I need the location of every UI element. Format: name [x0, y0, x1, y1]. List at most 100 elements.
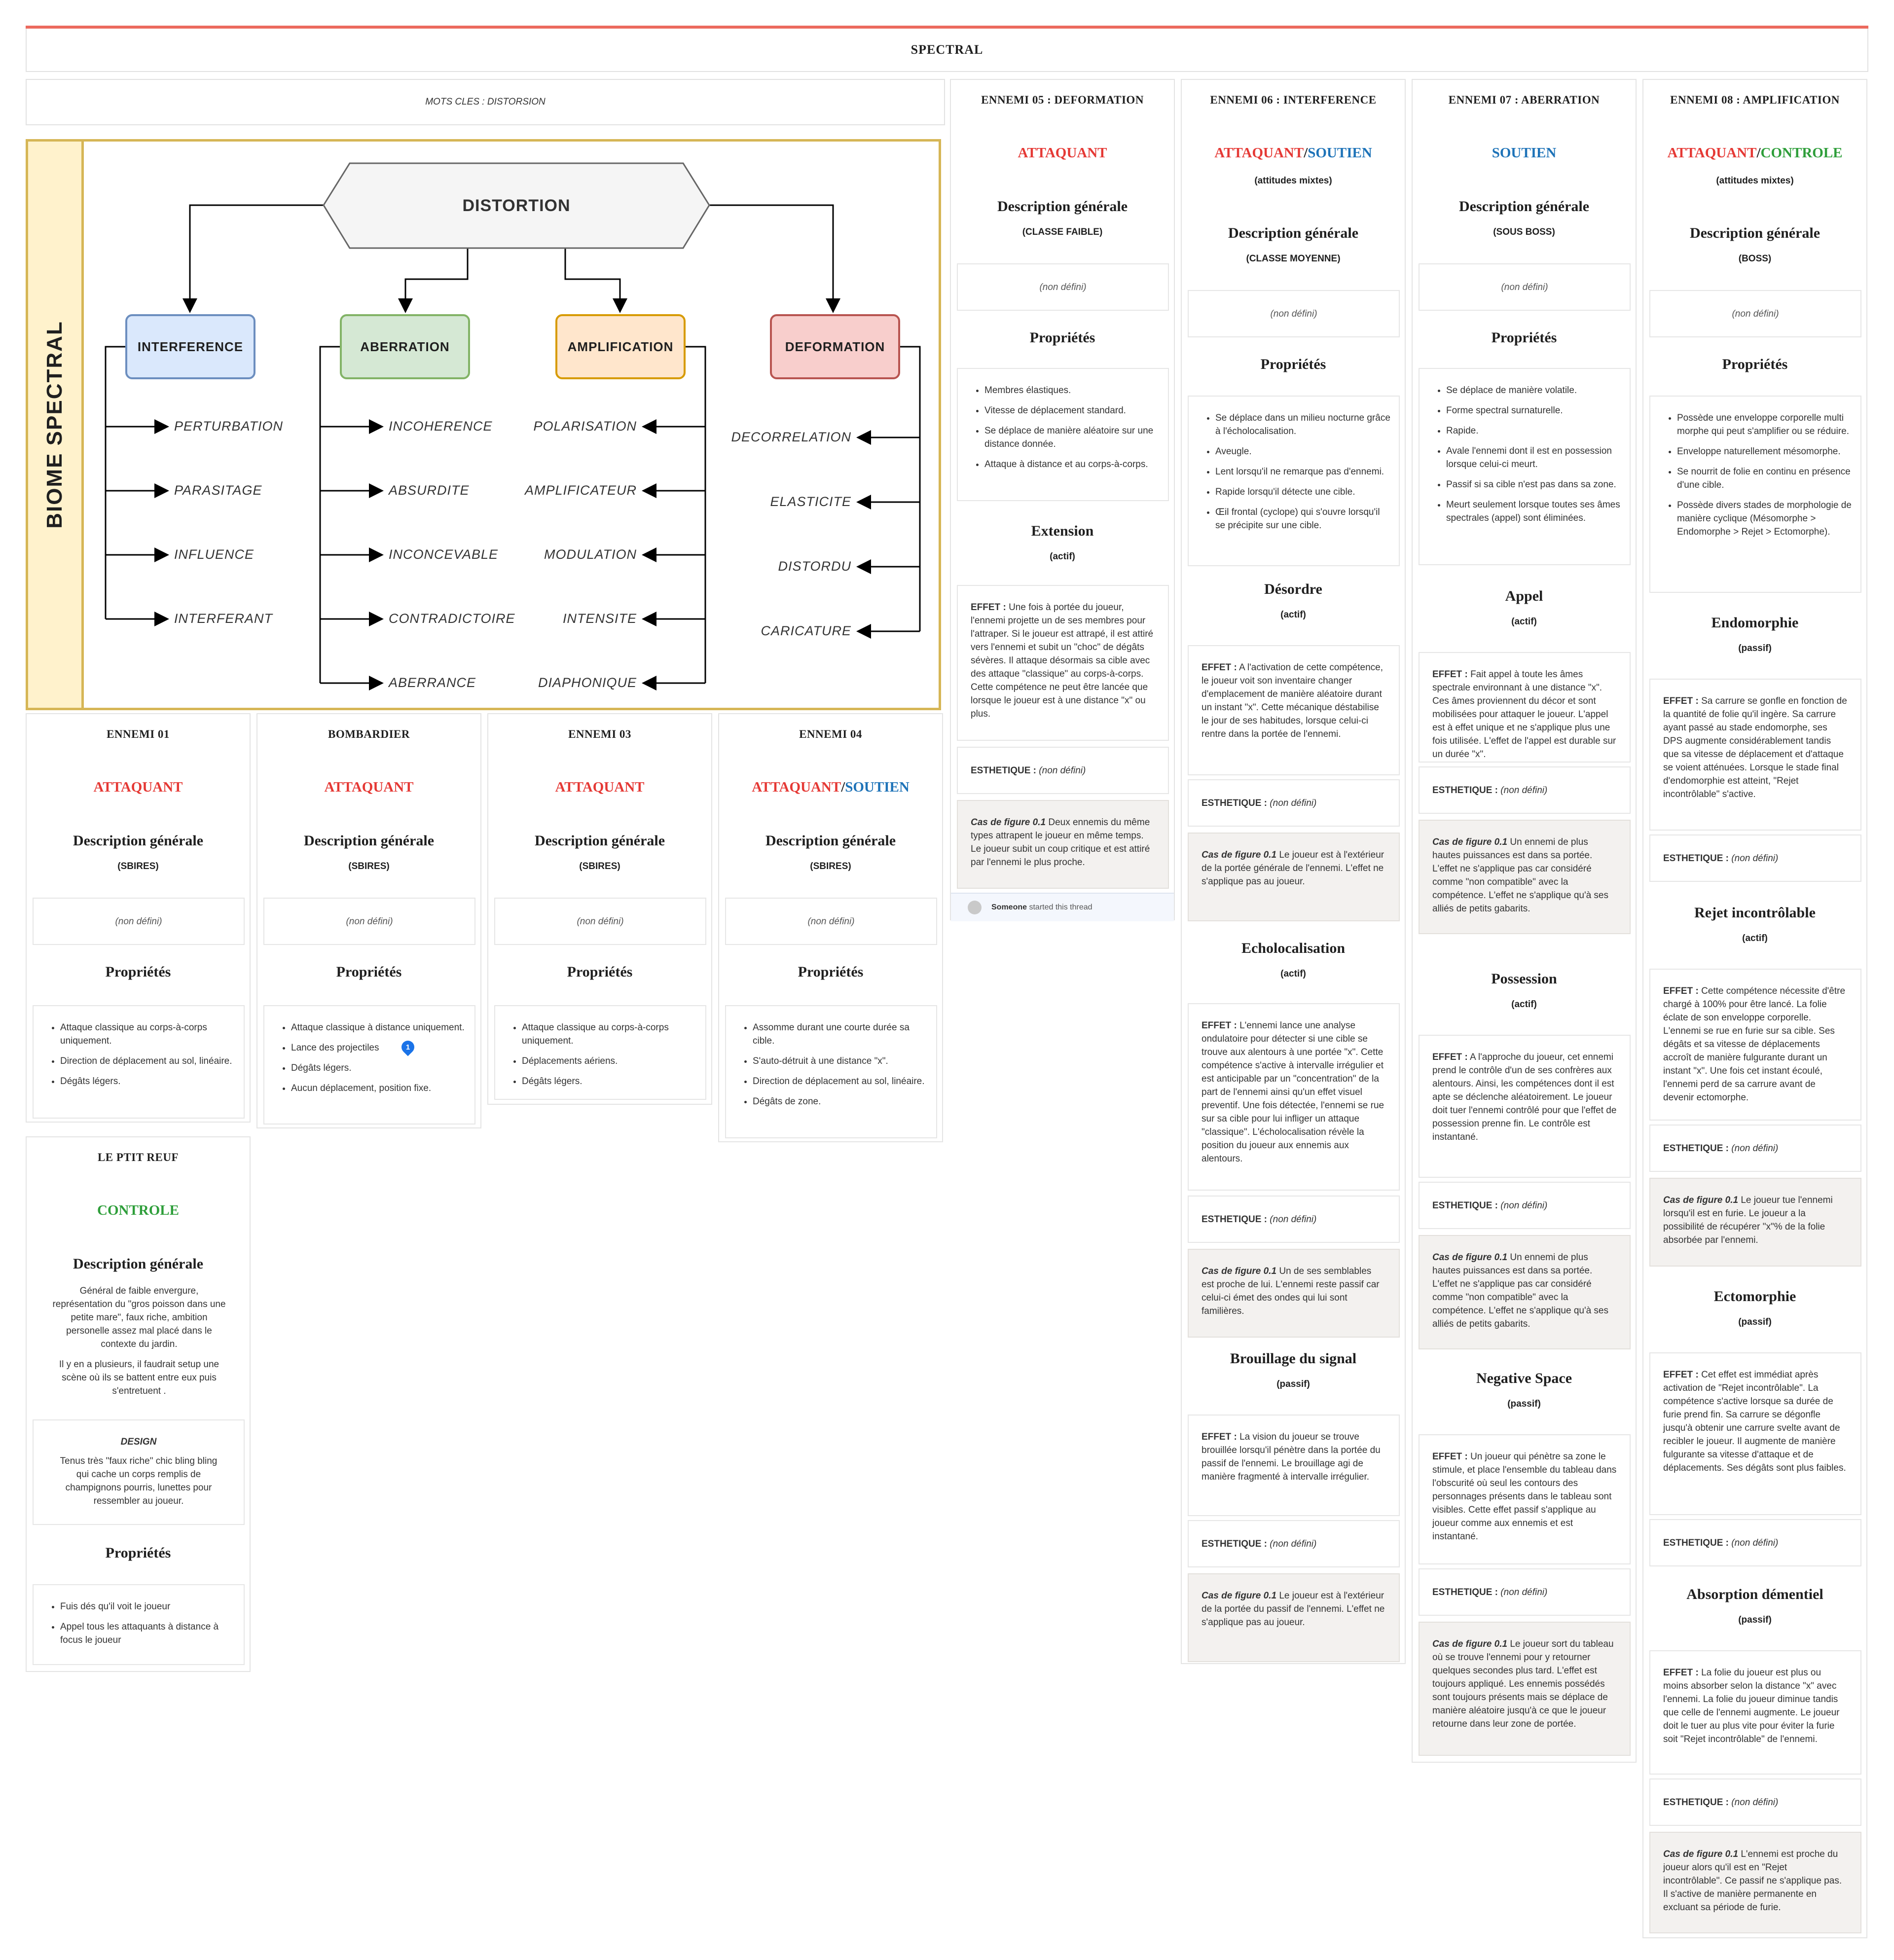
- effect-label: EFFET :: [1432, 1452, 1468, 1462]
- column-ennemi-05[interactable]: ENNEMI 05 : DEFORMATION ATTAQUANT Descri…: [950, 79, 1175, 921]
- case-text: Le joueur est à l'extérieur de la portée…: [1202, 1591, 1385, 1628]
- skill-heading: Possession: [1491, 971, 1557, 987]
- skill-effect-box: EFFET : La folie du joueur est plus ou m…: [1649, 1650, 1861, 1775]
- skill-effect-box: EFFET : Un joueur qui pénètre sa zone le…: [1419, 1434, 1631, 1564]
- term-contradictoire: CONTRADICTOIRE: [389, 611, 515, 626]
- property-item: Forme spectral surnaturelle.: [1446, 404, 1622, 417]
- description-heading: Description générale: [997, 198, 1128, 215]
- comment-pin-icon[interactable]: 1: [399, 1038, 417, 1056]
- role-separator: /: [1304, 145, 1308, 161]
- esthetique-label: ESTHETIQUE :: [1202, 798, 1268, 808]
- thread-text: started this thread: [1029, 903, 1093, 911]
- term-caricature: CARICATURE: [761, 623, 851, 638]
- category-aberration[interactable]: ABERRATION: [340, 314, 470, 379]
- effect-label: EFFET :: [1663, 1668, 1699, 1678]
- esthetique-value: (non défini): [1731, 1143, 1779, 1154]
- term-absurdite: ABSURDITE: [389, 483, 470, 498]
- skill-kind: (actif): [1742, 933, 1768, 944]
- keywords-banner: MOTS CLES : DISTORSION: [26, 79, 945, 125]
- esthetique-label: ESTHETIQUE :: [1432, 1200, 1498, 1211]
- properties-heading: Propriétés: [105, 964, 171, 980]
- effect-text: Cet effet est immédiat après activation …: [1663, 1370, 1846, 1473]
- effect-text: Un joueur qui pénètre sa zone le stimule…: [1432, 1452, 1617, 1542]
- property-item: Œil frontal (cyclope) qui s'ouvre lorsqu…: [1215, 506, 1391, 532]
- board-title: SPECTRAL: [911, 42, 983, 57]
- term-polarisation: POLARISATION: [533, 419, 637, 434]
- category-deformation[interactable]: DEFORMATION: [770, 314, 900, 379]
- category-interference[interactable]: INTERFERENCE: [125, 314, 255, 379]
- properties-heading: Propriétés: [1722, 356, 1788, 372]
- property-item: Se déplace de manière volatile.: [1446, 384, 1622, 397]
- term-perturbation: PERTURBATION: [174, 419, 284, 434]
- case-label: Cas de figure 0.1: [1432, 837, 1508, 847]
- properties-box: Attaque classique au corps-à-corps uniqu…: [494, 1005, 706, 1100]
- properties-box: Fuis dés qu'il voit le joueurAppel tous …: [33, 1584, 245, 1665]
- role-attaquant: ATTAQUANT: [1018, 145, 1107, 161]
- properties-box: Membres élastiques.Vitesse de déplacemen…: [957, 368, 1169, 501]
- comment-thread[interactable]: Someone started this thread: [951, 893, 1174, 921]
- properties-heading: Propriétés: [105, 1545, 171, 1561]
- column-ennemi-06[interactable]: ENNEMI 06 : INTERFERENCE ATTAQUANT/SOUTI…: [1181, 79, 1406, 1664]
- skill-effect-box: EFFET : Cet effet est immédiat après act…: [1649, 1352, 1861, 1515]
- distortion-diagram[interactable]: BIOME SPECTRAL: [26, 139, 941, 710]
- property-item: Dégâts légers.: [291, 1061, 467, 1075]
- skill-heading: Appel: [1505, 588, 1543, 604]
- description-heading: Description générale: [303, 833, 435, 849]
- case-text: Un ennemi de plus hautes puissances est …: [1432, 1252, 1609, 1329]
- esthetique-value: (non défini): [1731, 1537, 1779, 1548]
- top-accent-bar: [26, 26, 1868, 29]
- skill-effect-box: EFFET : Une fois à portée du joueur, l'e…: [957, 585, 1169, 741]
- card-le-ptit-reuf[interactable]: LE PTIT REUF CONTROLE Description généra…: [26, 1136, 251, 1672]
- case-text: Deux ennemis du même types attrapent le …: [971, 817, 1150, 868]
- esthetique-box: ESTHETIQUE : (non défini): [1649, 1519, 1861, 1566]
- property-item: Enveloppe naturellement mésomorphe.: [1677, 445, 1853, 458]
- effect-text: Sa carrure se gonfle en fonction de la q…: [1663, 696, 1847, 799]
- card-ennemi-04[interactable]: ENNEMI 04 ATTAQUANT/SOUTIEN Description …: [718, 713, 943, 1142]
- skill-kind: (actif): [1511, 617, 1537, 627]
- property-item: Direction de déplacement au sol, linéair…: [753, 1075, 928, 1088]
- properties-heading: Propriétés: [336, 964, 402, 980]
- property-item: Aucun déplacement, position fixe.: [291, 1082, 467, 1095]
- skill-kind: (passif): [1738, 1317, 1772, 1327]
- skill-effect-box: EFFET : A l'approche du joueur, cet enne…: [1419, 1035, 1631, 1178]
- card-ennemi-01[interactable]: ENNEMI 01 ATTAQUANT Description générale…: [26, 713, 251, 1123]
- properties-heading: Propriétés: [1491, 329, 1557, 346]
- skill-heading: Extension: [1031, 523, 1094, 539]
- description-box: (non défini): [1419, 263, 1631, 311]
- description-box: (non défini): [957, 263, 1169, 311]
- case-text: Un ennemi de plus hautes puissances est …: [1432, 837, 1609, 914]
- esthetique-value: (non défini): [1270, 1214, 1317, 1225]
- role-controle: CONTROLE: [97, 1202, 179, 1218]
- card-bombardier[interactable]: BOMBARDIER ATTAQUANT Description général…: [256, 713, 481, 1128]
- card-ennemi-03[interactable]: ENNEMI 03 ATTAQUANT Description générale…: [487, 713, 712, 1105]
- effect-text: Cette compétence nécessite d'être chargé…: [1663, 986, 1846, 1103]
- description-heading: Description générale: [1228, 225, 1359, 241]
- description-box: (non défini): [725, 898, 937, 945]
- description-heading: Description générale: [1689, 225, 1821, 241]
- skill-kind: (actif): [1050, 551, 1075, 562]
- effect-label: EFFET :: [1663, 1370, 1699, 1380]
- description-paragraph: Il y en a plusieurs, il faudrait setup u…: [59, 1359, 219, 1396]
- category-amplification[interactable]: AMPLIFICATION: [555, 314, 686, 379]
- esthetique-box: ESTHETIQUE : (non défini): [1649, 835, 1861, 882]
- property-item: Lent lorsqu'il ne remarque pas d'ennemi.: [1215, 465, 1391, 478]
- property-item: Possède divers stades de morphologie de …: [1677, 499, 1853, 539]
- esthetique-label: ESTHETIQUE :: [1432, 1587, 1498, 1597]
- property-item: Direction de déplacement au sol, linéair…: [60, 1054, 236, 1068]
- column-ennemi-08[interactable]: ENNEMI 08 : AMPLIFICATION ATTAQUANT/CONT…: [1642, 79, 1867, 1938]
- card-title: ENNEMI 01: [107, 728, 170, 740]
- role-attaquant: ATTAQUANT: [93, 779, 183, 795]
- properties-heading: Propriétés: [798, 964, 864, 980]
- class-label: (BOSS): [1738, 254, 1772, 264]
- skill-kind: (passif): [1276, 1379, 1310, 1389]
- effect-text: Une fois à portée du joueur, l'ennemi pr…: [971, 602, 1154, 719]
- effect-label: EFFET :: [1432, 1052, 1468, 1062]
- column-ennemi-07[interactable]: ENNEMI 07 : ABERRATION SOUTIEN Descripti…: [1412, 79, 1637, 1763]
- case-box: Cas de figure 0.1 Le joueur est à l'exté…: [1188, 1573, 1400, 1662]
- role-attaquant: ATTAQUANT: [555, 779, 645, 795]
- skill-heading: Rejet incontrôlable: [1694, 905, 1816, 921]
- skill-heading: Désordre: [1264, 581, 1322, 597]
- esthetique-value: (non défini): [1270, 798, 1317, 808]
- case-box: Cas de figure 0.1 Le joueur est à l'exté…: [1188, 833, 1400, 921]
- skill-heading: Brouillage du signal: [1230, 1350, 1357, 1367]
